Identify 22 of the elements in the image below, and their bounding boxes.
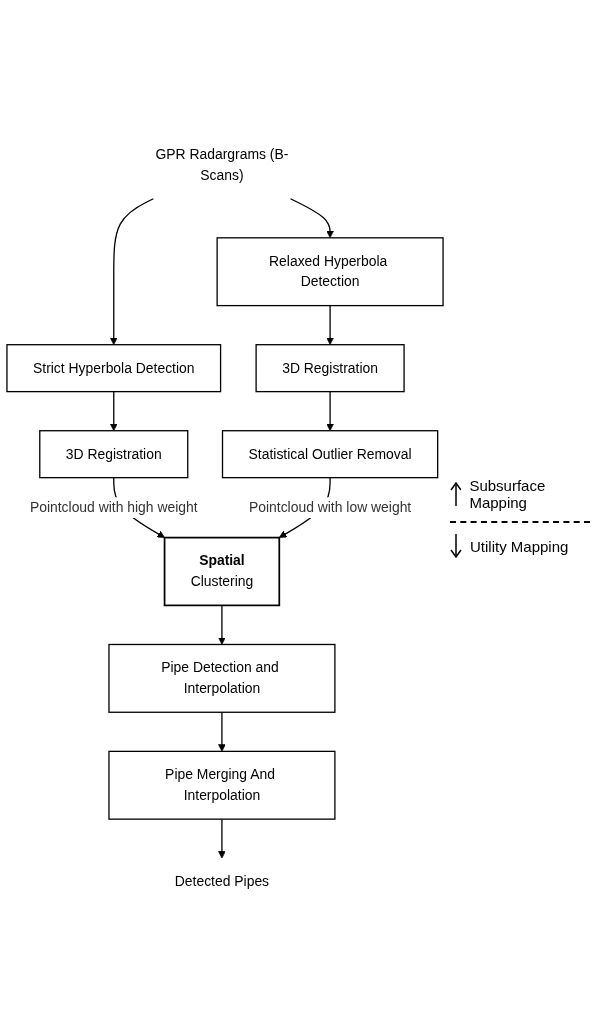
arrow bbox=[218, 818, 226, 859]
arrow bbox=[289, 198, 334, 239]
arrow bbox=[326, 304, 334, 345]
node-text: Detected Pipes bbox=[174, 873, 270, 889]
arrow bbox=[218, 711, 226, 752]
arrow bbox=[109, 198, 154, 345]
node-box: Relaxed Hyperbola Detection bbox=[216, 237, 444, 307]
section-label: Utility Mapping bbox=[470, 537, 569, 555]
node-box: Spatial Clustering bbox=[163, 536, 281, 607]
node-box: Pipe Merging And Interpolation bbox=[108, 750, 336, 820]
node-box: Statistical Outlier Removal bbox=[221, 430, 439, 479]
node-text: GPR Radargrams (B-Scans) bbox=[155, 146, 289, 183]
edge-label: Pointcloud with high weight bbox=[29, 499, 198, 515]
section-label: Subsurface Mapping bbox=[469, 477, 547, 511]
node-box: 3D Registration bbox=[39, 430, 189, 479]
node-box: 3D Registration bbox=[255, 344, 405, 393]
arrow bbox=[109, 390, 118, 431]
arrow bbox=[326, 390, 334, 431]
arrow bbox=[218, 604, 226, 645]
node-box: Pipe Detection and Interpolation bbox=[108, 643, 336, 713]
edge-label: Pointcloud with low weight bbox=[248, 499, 412, 515]
node-box: Strict Hyperbola Detection bbox=[6, 344, 222, 393]
